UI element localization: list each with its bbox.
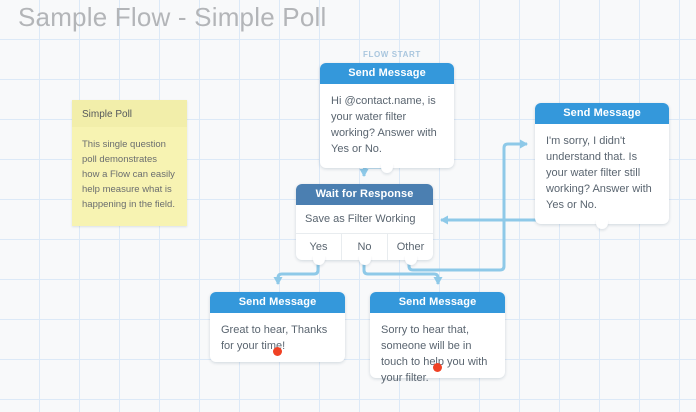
- node-header: Send Message: [320, 63, 454, 84]
- node-send-message-question[interactable]: Send Message Hi @contact.name, is your w…: [320, 63, 454, 173]
- sticky-note-body: This single question poll demonstrates h…: [82, 139, 175, 210]
- node-body-text: Hi @contact.name, is your water filter w…: [331, 95, 437, 155]
- wait-save-as-label: Save as Filter Working: [296, 205, 433, 234]
- wait-option-label: Yes: [309, 241, 328, 253]
- wait-option-output-port[interactable]: [404, 255, 417, 265]
- sticky-note[interactable]: Simple Poll This single question poll de…: [72, 100, 187, 226]
- node-output-port[interactable]: [381, 163, 393, 173]
- node-output-port[interactable]: [596, 219, 608, 229]
- flow-start-label: FLOW START: [363, 50, 421, 59]
- node-body-text: Sorry to hear that, someone will be in t…: [381, 324, 488, 384]
- flow-end-dot: [433, 363, 442, 372]
- wait-option-no[interactable]: No: [341, 234, 387, 265]
- wait-option-yes[interactable]: Yes: [296, 234, 341, 265]
- node-send-message-retry[interactable]: Send Message I'm sorry, I didn't underst…: [535, 103, 669, 229]
- node-header: Send Message: [370, 292, 505, 313]
- node-body-text: Great to hear, Thanks for your time!: [221, 324, 328, 352]
- flow-end-dot: [273, 347, 282, 356]
- wait-option-output-port[interactable]: [312, 255, 325, 265]
- wait-option-other[interactable]: Other: [387, 234, 433, 265]
- wait-option-output-port[interactable]: [358, 255, 371, 265]
- node-header: Send Message: [535, 103, 669, 124]
- page-title: Sample Flow - Simple Poll: [18, 2, 327, 32]
- connector-yes-to-reply: [273, 257, 320, 285]
- node-header: Wait for Response: [296, 184, 433, 205]
- wait-option-label: No: [357, 241, 372, 253]
- connector-no-to-reply: [362, 257, 443, 285]
- wait-option-label: Other: [396, 241, 425, 253]
- node-body-text: I'm sorry, I didn't understand that. Is …: [546, 135, 652, 211]
- node-header: Send Message: [210, 292, 345, 313]
- node-send-message-reply-no[interactable]: Send Message Sorry to hear that, someone…: [370, 292, 505, 384]
- wait-options-row: Yes No Other: [296, 234, 433, 265]
- node-wait-for-response[interactable]: Wait for Response Save as Filter Working…: [296, 184, 433, 265]
- node-send-message-reply-yes[interactable]: Send Message Great to hear, Thanks for y…: [210, 292, 345, 362]
- sticky-note-title: Simple Poll: [72, 100, 187, 127]
